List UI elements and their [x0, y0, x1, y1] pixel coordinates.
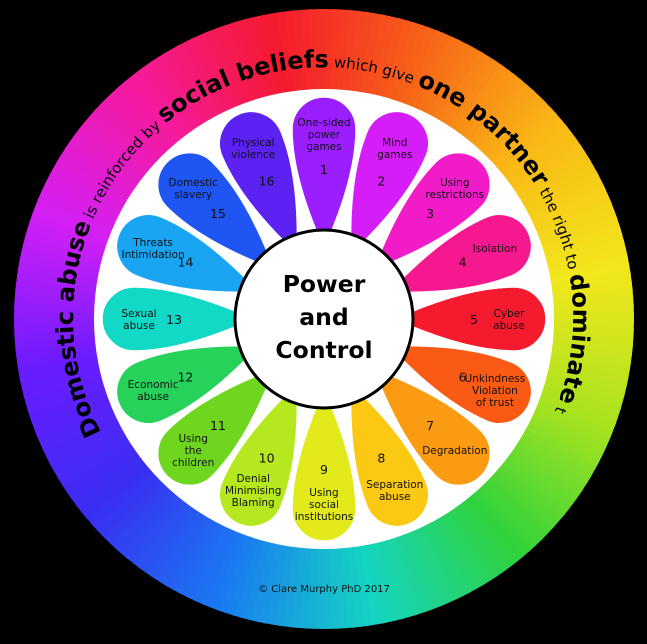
- petal-shape: [156, 151, 270, 265]
- petal-label: One-sided: [297, 117, 350, 129]
- petal-shape: [156, 373, 270, 487]
- petal-label: Using: [309, 487, 338, 499]
- petal-label: institutions: [295, 511, 353, 523]
- petal-shape: [101, 286, 241, 352]
- petal-label: abuse: [379, 491, 411, 503]
- petal-shape: [349, 393, 430, 528]
- petal-label: abuse: [493, 320, 525, 332]
- center-title-line-3: Control: [275, 336, 372, 364]
- petal-number: 13: [166, 312, 182, 327]
- petal-14: [115, 213, 250, 294]
- petal-shape: [218, 393, 299, 528]
- petal-label: Mind: [382, 137, 407, 149]
- petal-label: Economic: [128, 379, 179, 391]
- petal-number: 2: [377, 173, 385, 188]
- petal-number: 6: [459, 369, 467, 384]
- petal-11: [156, 373, 270, 487]
- petal-1: [291, 96, 357, 236]
- petal-9: [291, 402, 357, 542]
- petal-12: [115, 344, 250, 425]
- petal-label: slavery: [174, 189, 212, 201]
- petal-label: Degradation: [422, 445, 487, 457]
- petal-number: 7: [426, 418, 434, 433]
- petal-label: games: [377, 149, 412, 161]
- petal-label: Physical: [232, 137, 275, 149]
- petal-label: Using: [178, 433, 207, 445]
- petal-shape: [398, 213, 533, 294]
- petal-shape: [115, 344, 250, 425]
- petal-label: Unkindness: [465, 373, 526, 385]
- petal-6: [398, 344, 533, 425]
- petal-shape: [349, 110, 430, 245]
- petal-7: [378, 373, 492, 487]
- petal-number: 9: [320, 462, 328, 477]
- petal-4: [398, 213, 533, 294]
- petal-shape: [398, 344, 533, 425]
- petal-label: Minimising: [225, 485, 281, 497]
- petal-shape: [115, 213, 250, 294]
- petal-10: [218, 393, 299, 528]
- petal-16: [218, 110, 299, 245]
- petal-label: Isolation: [473, 243, 517, 255]
- petal-number: 8: [377, 451, 385, 466]
- petal-shape: [407, 286, 547, 352]
- petal-2: [349, 110, 430, 245]
- petal-label: the: [185, 445, 202, 457]
- petal-label: Sexual: [121, 308, 156, 320]
- petal-label: Intimidation: [122, 249, 185, 261]
- petal-number: 11: [210, 418, 226, 433]
- petal-label: Violation: [472, 385, 518, 397]
- petal-label: games: [306, 141, 341, 153]
- petal-shape: [218, 110, 299, 245]
- petal-3: [378, 151, 492, 265]
- petal-number: 4: [459, 255, 467, 270]
- center-title-line-2: and: [299, 303, 348, 331]
- petal-5: [407, 286, 547, 352]
- petal-label: abuse: [123, 320, 155, 332]
- ring-text-segment: other: [0, 0, 9, 6]
- petal-13: [101, 286, 241, 352]
- petal-label: Denial: [236, 473, 269, 485]
- center-circle: [233, 228, 415, 410]
- petal-shape: [378, 373, 492, 487]
- petal-label: Separation: [366, 479, 423, 491]
- petal-shape: [291, 402, 357, 542]
- petal-label: Blaming: [232, 497, 275, 509]
- petal-label: Cyber: [494, 308, 526, 320]
- copyright-text: © Clare Murphy PhD 2017: [258, 584, 390, 595]
- petal-number: 15: [210, 206, 226, 221]
- petal-shape: [291, 96, 357, 236]
- petal-label: children: [172, 457, 214, 469]
- petal-number: 1: [320, 162, 328, 177]
- petal-label: abuse: [137, 391, 169, 403]
- petal-label: of trust: [476, 397, 514, 409]
- center-title-line-1: Power: [283, 270, 366, 298]
- petal-label: Using: [440, 177, 469, 189]
- petal-15: [156, 151, 270, 265]
- petal-number: 14: [177, 255, 193, 270]
- petal-label: social: [309, 499, 339, 511]
- petal-label: Threats: [132, 237, 173, 249]
- petal-label: power: [308, 129, 341, 141]
- petal-8: [349, 393, 430, 528]
- petal-label: violence: [231, 149, 275, 161]
- petal-number: 3: [426, 206, 434, 221]
- petal-label: Domestic: [168, 177, 218, 189]
- petal-number: 10: [259, 451, 275, 466]
- petal-number: 12: [177, 369, 193, 384]
- petal-label: restrictions: [425, 189, 484, 201]
- petal-number: 5: [470, 312, 478, 327]
- petal-shape: [378, 151, 492, 265]
- petal-number: 16: [259, 173, 275, 188]
